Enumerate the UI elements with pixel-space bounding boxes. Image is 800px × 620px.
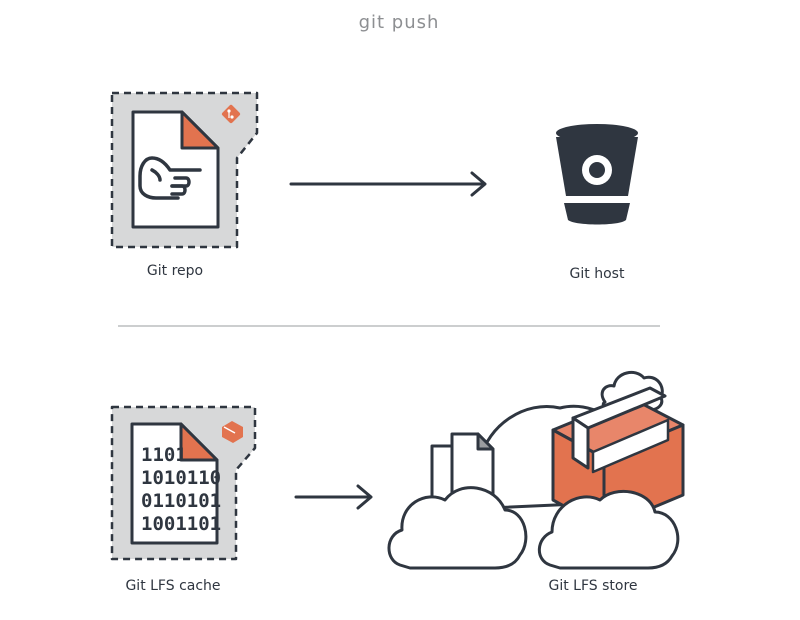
git-host-label: Git host <box>570 266 625 282</box>
cloud-icon <box>537 490 680 570</box>
binary-line: 1001101 <box>141 513 221 535</box>
document-icon <box>450 432 495 502</box>
lfs-store-label: Git LFS store <box>548 578 637 594</box>
binary-text: 1101 1010110 0110101 1001101 <box>141 444 221 535</box>
bucket-icon <box>556 124 638 225</box>
binary-line: 0110101 <box>141 490 221 512</box>
git-repo-label: Git repo <box>147 263 203 279</box>
arrow-right-icon <box>289 171 487 197</box>
git-host-node: Git host <box>556 124 638 282</box>
binary-line: 1101 <box>141 444 187 466</box>
binary-line: 1010110 <box>141 467 221 489</box>
lfs-store-node: Git LFS store <box>387 370 685 594</box>
git-repo-node: Git repo <box>110 91 259 279</box>
document-icon <box>130 422 219 545</box>
arrow-right-icon <box>294 484 373 510</box>
pointing-hand-icon <box>138 156 202 200</box>
lfs-cache-label: Git LFS cache <box>125 578 220 594</box>
diagram-title: git push <box>359 12 440 33</box>
lfs-cache-node: 1101 1010110 0110101 1001101 Git LFS cac… <box>110 405 257 594</box>
box-icon <box>222 421 243 443</box>
git-logo-icon <box>221 104 241 124</box>
cloud-icon <box>387 486 528 570</box>
